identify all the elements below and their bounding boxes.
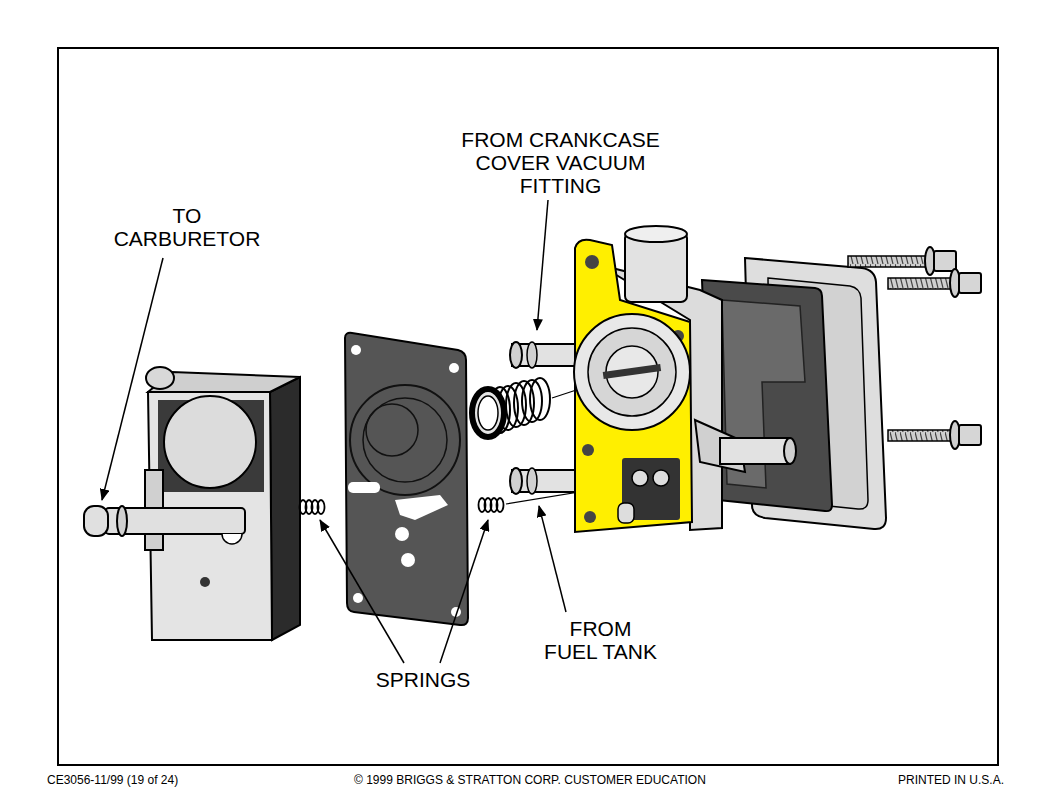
callout-label: TO CARBURETOR: [107, 204, 267, 250]
callout-label: SPRINGS: [353, 668, 493, 691]
pump-cover: [200, 577, 210, 587]
pump-body: [582, 444, 594, 456]
footer-text: PRINTED IN U.S.A.: [898, 773, 1004, 787]
spring: [497, 498, 504, 512]
leader-arrow: [320, 520, 404, 663]
diaphragm-spring: [472, 389, 504, 437]
footer-text: © 1999 BRIGGS & STRATTON CORP. CUSTOMER …: [354, 773, 706, 787]
pump-body: [527, 468, 537, 494]
pump-body: [584, 511, 596, 523]
pump-body: [585, 255, 599, 269]
pump-body: [527, 342, 537, 368]
screw: [848, 247, 981, 449]
diaphragm: [345, 333, 468, 625]
screw: [934, 251, 956, 271]
screw: [959, 425, 981, 445]
diaphragm-spring: [478, 396, 498, 430]
spring: [318, 500, 325, 514]
pump-cover: [84, 506, 108, 536]
callout-label: FROM FUEL TANK: [540, 617, 661, 663]
diaphragm: [366, 404, 418, 456]
pump-body: [625, 226, 687, 242]
screw: [848, 256, 928, 267]
screw: [959, 273, 981, 293]
pump-cover: [270, 377, 300, 640]
pump-body: [510, 342, 522, 368]
pump-cover: [84, 367, 300, 640]
diaphragm: [351, 345, 361, 355]
pump-cover: [164, 396, 256, 488]
pump-body: [510, 226, 796, 532]
diaphragm: [449, 363, 459, 373]
page-border: [58, 48, 998, 765]
diaphragm: [348, 482, 380, 493]
leader-arrow: [440, 520, 488, 663]
pump-cover: [117, 506, 127, 536]
diaphragm-spring: [472, 378, 550, 437]
pump-body: [603, 364, 661, 379]
diaphragm: [395, 495, 448, 520]
diaphragm: [350, 385, 460, 495]
spring: [300, 498, 504, 514]
diaphragm: [395, 527, 409, 541]
pump-body: [575, 240, 692, 532]
leader-arrow: [102, 258, 163, 500]
pump-body: [510, 468, 522, 494]
leader-arrow: [537, 200, 548, 330]
pump-body: [574, 314, 690, 430]
diaphragm: [345, 333, 468, 625]
leader-arrow: [539, 506, 566, 612]
callout-label: FROM CRANKCASE COVER VACUUM FITTING: [453, 128, 668, 197]
pump-body: [588, 328, 676, 416]
pump-cover: [222, 534, 242, 544]
pump-body: [632, 470, 648, 486]
footer-text: CE3056-11/99 (19 of 24): [47, 773, 178, 787]
diaphragm: [353, 593, 363, 603]
pump-body: [784, 438, 796, 464]
diaphragm: [401, 553, 415, 567]
diaphragm: [363, 398, 447, 482]
screw: [888, 430, 952, 441]
pump-body: [653, 470, 669, 486]
pump-body: [720, 438, 790, 464]
pump-cover: [146, 367, 174, 389]
leader-arrow: [102, 200, 566, 663]
screw: [888, 278, 952, 289]
pump-body: [618, 503, 634, 523]
